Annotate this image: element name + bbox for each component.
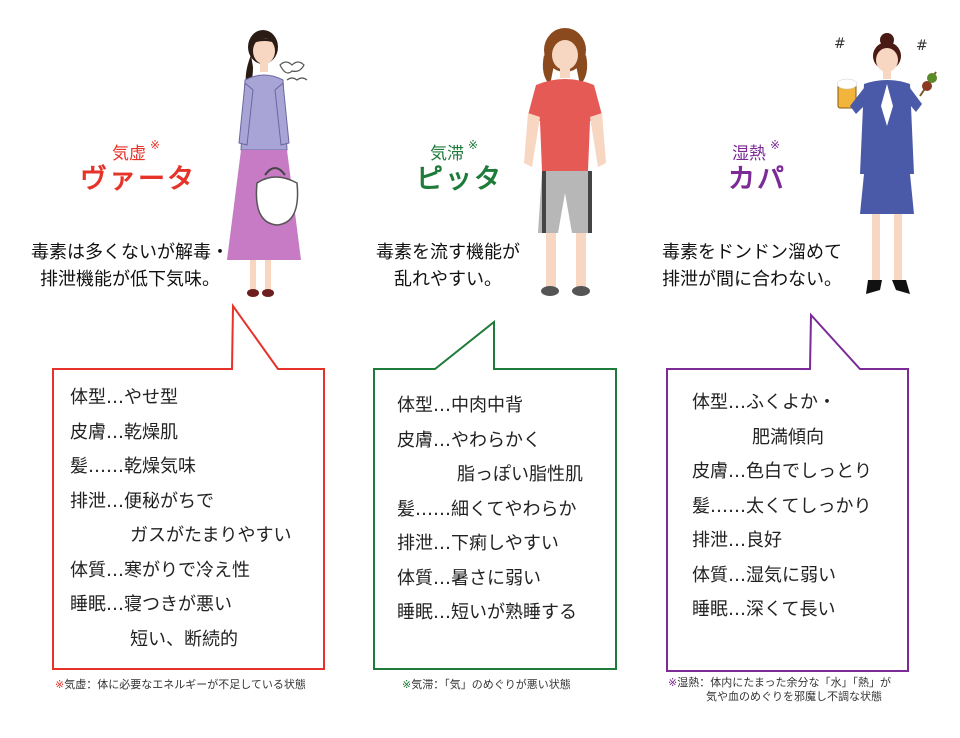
kapha-speech-bubble [666, 312, 909, 672]
footnote-mark: ※ [55, 678, 65, 691]
pitta-description-line: 毒素を流す機能が [376, 242, 520, 263]
vata-footnote: ※気虚：体に必要なエネルギーが不足している状態 [55, 678, 306, 692]
trait-item: 短い、断続的 [130, 628, 238, 650]
kapha-footnote: ※湿熱：体内にたまった余分な「水」「熱」が 気や血のめぐりを邪魔し不調な状態 [668, 676, 891, 704]
footnote-mark: ※ [402, 678, 412, 691]
kapha-subtitle: 湿熱※ [732, 138, 780, 164]
trait-item: 髪……乾燥気味 [70, 456, 196, 477]
trait-item: 体型…中肉中背 [397, 395, 523, 416]
trait-item: 体型…やせ型 [70, 387, 178, 408]
trait-item: 脂っぽい脂性肌 [457, 464, 583, 485]
vata-woman-illustration [227, 30, 308, 297]
vata-title: 気虚※ ヴァータ [80, 138, 196, 196]
vata-subtitle: 気虚※ [112, 138, 160, 164]
trait-item: 排泄…便秘がちで [70, 490, 214, 512]
svg-text:#: # [834, 36, 846, 52]
pitta-type-name: ピッタ [416, 164, 503, 195]
pitta-description-line: 乱れやすい。 [394, 269, 502, 290]
pitta-traits-list: 体型…中肉中背 皮膚…やわらかく 脂っぽい脂性肌 髪……細くてやわらか 排泄…下… [397, 389, 583, 631]
pitta-description: 毒素を流す機能が 乱れやすい。 [350, 239, 546, 293]
kapha-description-line: 排泄が間に合わない。 [662, 269, 842, 290]
trait-item: 皮膚…色白でしっとり [692, 461, 872, 482]
vata-type-name: ヴァータ [80, 164, 196, 195]
trait-item: 睡眠…深くて長い [692, 599, 836, 620]
trait-item: 睡眠…寝つきが悪い [70, 594, 232, 615]
vata-speech-bubble [52, 302, 325, 670]
pitta-footnote: ※気滞：「気」のめぐりが悪い状態 [402, 678, 571, 692]
trait-item: 肥満傾向 [752, 426, 824, 448]
svg-text:#: # [916, 38, 928, 54]
vata-description-line: 排泄機能が低下気味。 [40, 269, 220, 290]
trait-item: 体質…暑さに弱い [397, 567, 541, 589]
pitta-subtitle: 気滞※ [430, 138, 478, 164]
trait-item: 体質…寒がりで冷え性 [70, 559, 250, 581]
trait-item: 排泄…下痢しやすい [397, 533, 559, 554]
trait-item: ガスがたまりやすい [130, 525, 292, 546]
kapha-title: 湿熱※ カパ [728, 138, 786, 196]
pitta-column: 気滞※ ピッタ 毒素を流す機能が 乱れやすい。 体型…中肉中背 皮膚…やわらかく… [320, 0, 640, 738]
pitta-speech-bubble [373, 320, 617, 670]
kapha-footnote-line: ※湿熱：体内にたまった余分な「水」「熱」が [668, 676, 891, 689]
vata-footnote-line: ※気虚：体に必要なエネルギーが不足している状態 [55, 678, 306, 691]
pitta-title: 気滞※ ピッタ [416, 138, 503, 196]
kapha-description: 毒素をドンドン溜めて 排泄が間に合わない。 [646, 239, 858, 293]
kapha-description-line: 毒素をドンドン溜めて [662, 242, 842, 263]
vata-description: 毒素は多くないが解毒・ 排泄機能が低下気味。 [24, 239, 236, 293]
trait-item: 体型…ふくよか・ [692, 392, 836, 413]
trait-item: 睡眠…短いが熟睡する [397, 602, 577, 623]
vata-column: 気虚※ ヴァータ 毒素は多くないが解毒・ 排泄機能が低下気味。 体型…やせ型 皮… [0, 0, 325, 738]
kapha-woman-illustration: # # [834, 33, 937, 294]
kapha-traits-list: 体型…ふくよか・ 肥満傾向 皮膚…色白でしっとり 髪……太くてしっかり 排泄…良… [692, 386, 872, 628]
kapha-footnote-line: 気や血のめぐりを邪魔し不調な状態 [706, 690, 882, 703]
trait-item: 皮膚…乾燥肌 [70, 421, 178, 443]
trait-item: 髪……太くてしっかり [692, 495, 872, 517]
vata-traits-list: 体型…やせ型 皮膚…乾燥肌 髪……乾燥気味 排泄…便秘がちで ガスがたまりやすい… [70, 381, 291, 657]
kapha-column: # # 湿熱※ カパ 毒素をドンド [640, 0, 960, 738]
pitta-footnote-line: ※気滞：「気」のめぐりが悪い状態 [402, 678, 571, 691]
vata-description-line: 毒素は多くないが解毒・ [31, 242, 229, 263]
trait-item: 髪……細くてやわらか [397, 498, 577, 520]
trait-item: 体質…湿気に弱い [692, 564, 836, 586]
footnote-mark: ※ [668, 676, 678, 689]
trait-item: 皮膚…やわらかく [397, 429, 541, 451]
trait-item: 排泄…良好 [692, 530, 782, 551]
pitta-man-illustration [524, 28, 606, 296]
kapha-type-name: カパ [728, 164, 786, 195]
